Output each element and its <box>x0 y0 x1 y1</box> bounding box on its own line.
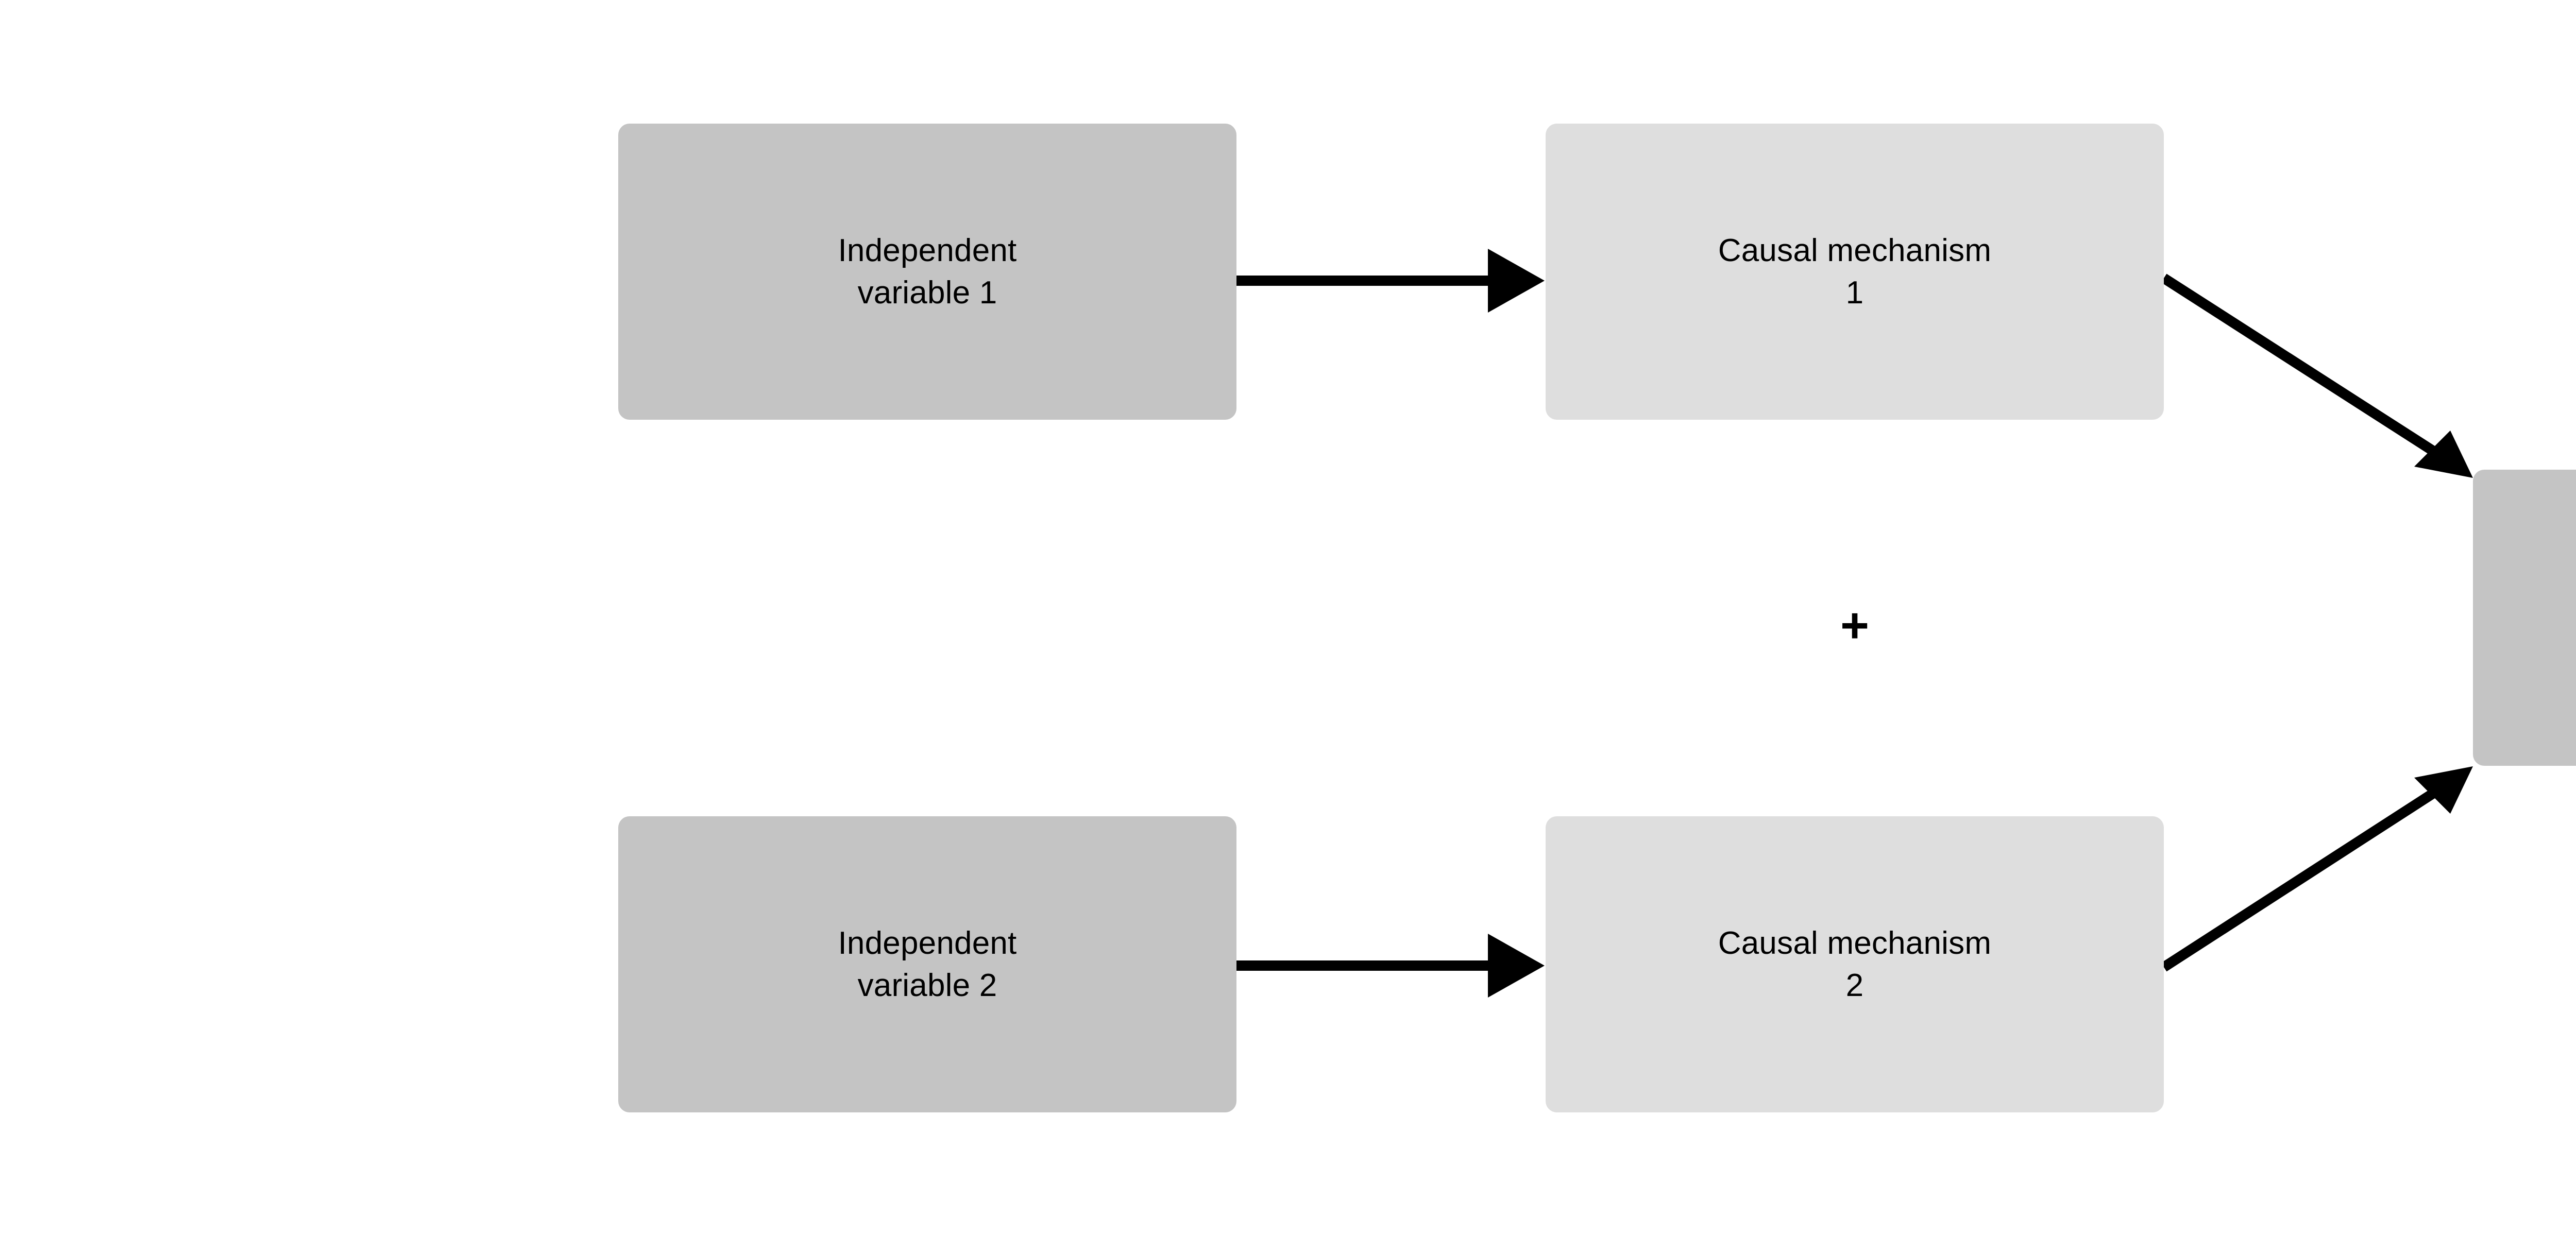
edge-iv2-to-cm2-arrowhead <box>1488 934 1545 998</box>
node-causal-mechanism-1[interactable]: Causal mechanism 1 <box>1546 124 2164 420</box>
node-independent-variable-1[interactable]: Independent variable 1 <box>618 124 1236 420</box>
edge-cm2-to-dv-arrowhead <box>2414 766 2473 814</box>
plus-operator-symbol: + <box>1840 598 1870 653</box>
edge-iv1-to-cm1 <box>1235 249 1545 313</box>
edge-cm1-to-dv-line <box>2161 273 2446 462</box>
edge-iv2-to-cm2 <box>1235 934 1545 998</box>
node-causal-mechanism-2[interactable]: Causal mechanism 2 <box>1546 816 2164 1112</box>
edge-iv1-to-cm1-arrowhead <box>1488 249 1545 313</box>
edge-cm2-to-dv <box>2161 766 2473 972</box>
edge-cm2-to-dv-line <box>2161 782 2446 972</box>
edge-cm1-to-dv <box>2161 273 2473 478</box>
node-dependent-variable[interactable]: Dependent variable <box>2473 470 2576 766</box>
edge-cm1-to-dv-arrowhead <box>2414 431 2473 478</box>
node-independent-variable-2[interactable]: Independent variable 2 <box>618 816 1236 1112</box>
